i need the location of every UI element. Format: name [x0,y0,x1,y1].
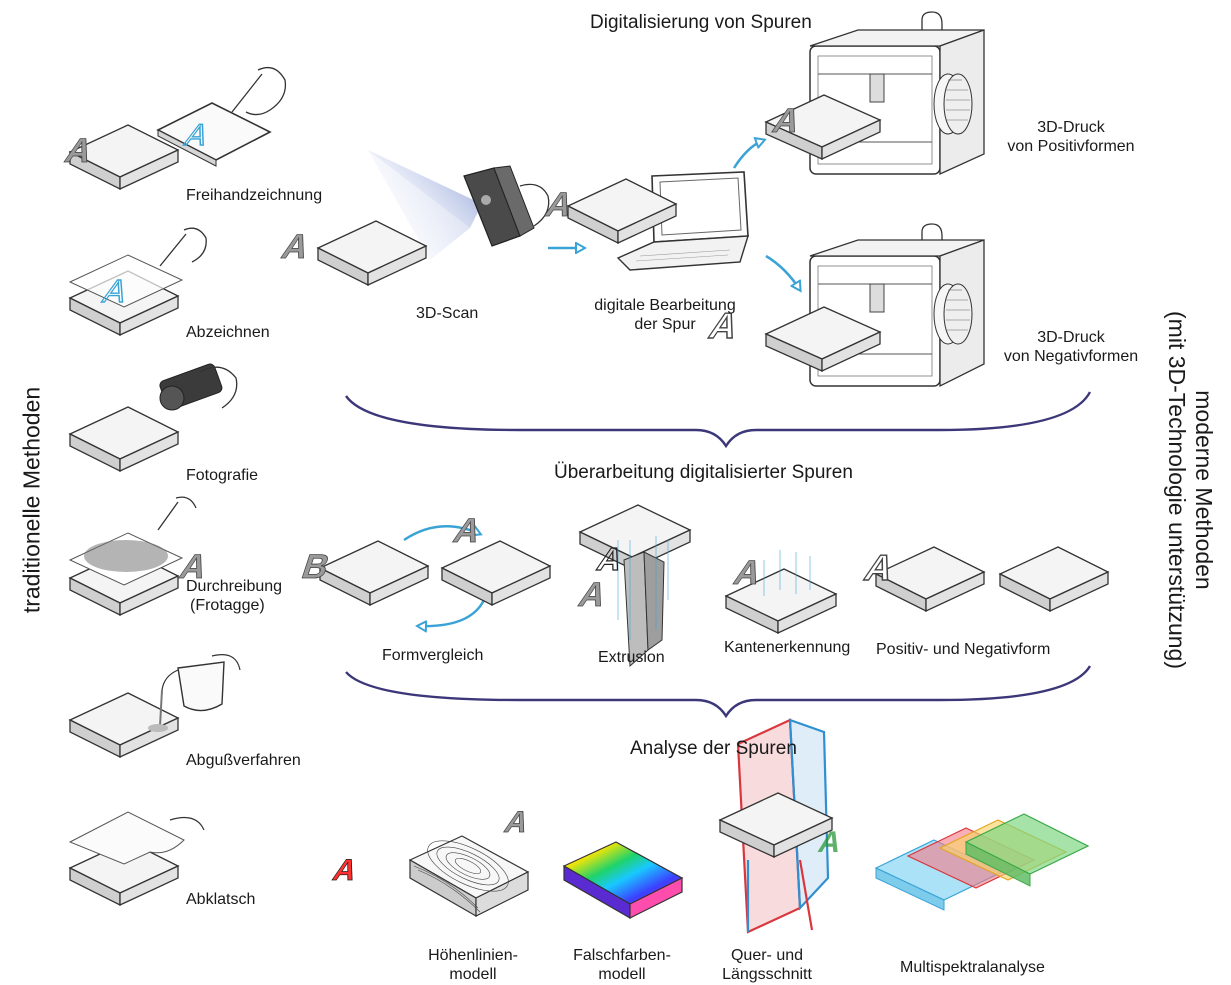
slab-letter: A [449,512,486,550]
label-digital-edit-line1: digitale Bearbeitung [594,297,736,314]
label-photo: Fotografie [186,467,259,484]
slab-squeeze: A [68,811,205,907]
label-rubbing-line1: Durchreibung [186,578,283,595]
arrow-to-print-positive [732,140,764,169]
printer-positive [809,11,985,176]
label-multispectral: Multispektralanalyse [900,959,1045,976]
arrow-to-print-negative [765,254,800,290]
brace-processing [345,665,1092,719]
heading-analysis: Analyse der Spuren [630,738,797,759]
brace-digitization [345,391,1092,449]
multispectral-stack: A [815,813,1090,911]
label-rubbing-line2: (Frotagge) [190,597,265,614]
label-falsecolor-line1: Falschfarben- [573,947,671,964]
slab-negative: A [859,546,1110,613]
pitcher-icon [148,654,241,732]
label-falsecolor: Falschfarben- modell [562,946,682,984]
label-freehand: Freihandzeichnung [186,187,323,204]
label-rubbing: Durchreibung (Frotagge) [186,577,282,615]
label-digital-edit-line2: der Spur [634,316,696,333]
side-title-modern: moderne Methoden (mit 3D-Technologie unt… [1163,311,1217,669]
label-tracing: Abzeichnen [186,324,270,341]
label-edges: Kantenerkennung [724,639,851,656]
falsecolor-letter: A [329,853,362,887]
heading-processing: Überarbeitung digitalisierter Spuren [554,462,853,483]
laptop-icon [616,171,749,271]
slab-print-negative: A [704,305,882,373]
drawing-tablet: A [156,66,287,167]
label-contour-line2: modell [449,966,497,983]
label-extrusion: Extrusion [598,649,665,666]
section-letter: A [501,805,534,839]
label-falsecolor-line2: modell [598,966,646,983]
slab-edit: A [541,178,678,245]
contour-model [408,835,530,918]
slab-rubbing: A [68,496,197,617]
label-contour: Höhenlinien- modell [418,946,528,984]
slab-letter: A [277,228,314,266]
label-section-line1: Quer- und [730,947,804,964]
printer-negative [809,223,985,388]
slab-tracing: A [68,227,207,337]
label-casting: Abgußverfahren [186,752,301,769]
label-print-positive-line1: 3D-Druck [1037,119,1105,136]
slab-casting: A [68,692,180,759]
slab-compare-b: B [297,540,552,607]
label-print-positive: 3D-Druck von Positivformen [996,118,1146,156]
slab-extrusion: A [449,504,692,668]
label-scan: 3D-Scan [416,305,479,322]
slab-letter: A [0,414,6,452]
label-print-negative: 3D-Druck von Negativformen [996,328,1146,366]
label-posneg: Positiv- und Negativform [876,641,1051,658]
scan-beam [368,150,482,228]
side-title-modern-line1: moderne Methoden [1191,390,1217,590]
label-digital-edit: digitale Bearbeitung der Spur [590,296,740,334]
label-contour-line1: Höhenlinien- [428,947,518,964]
label-section: Quer- und Längsschnitt [712,946,822,984]
label-compare: Formvergleich [382,647,484,664]
arrow-compare-back [418,599,486,626]
label-section-line2: Längsschnitt [722,966,812,983]
scanner-device [463,165,550,247]
label-print-positive-line2: von Positivformen [1007,138,1135,155]
slab-edges: A A [574,540,838,635]
label-squeeze: Abklatsch [186,891,256,908]
slab-freehand: A [60,124,180,191]
slab-print-positive: A [764,94,882,161]
slab-scan: A [277,220,428,287]
side-title-modern-line2: (mit 3D-Technologie unterstützung) [1164,311,1190,669]
camera-icon [159,363,238,411]
slab-letter: A [574,576,611,614]
heading-digitization: Digitalisierung von Spuren [590,12,812,33]
label-print-negative-line2: von Negativformen [1003,348,1139,365]
arrow-compare-forward [403,526,480,542]
label-print-negative-line1: 3D-Druck [1037,329,1105,346]
side-title-traditional: traditionelle Methoden [18,386,45,614]
